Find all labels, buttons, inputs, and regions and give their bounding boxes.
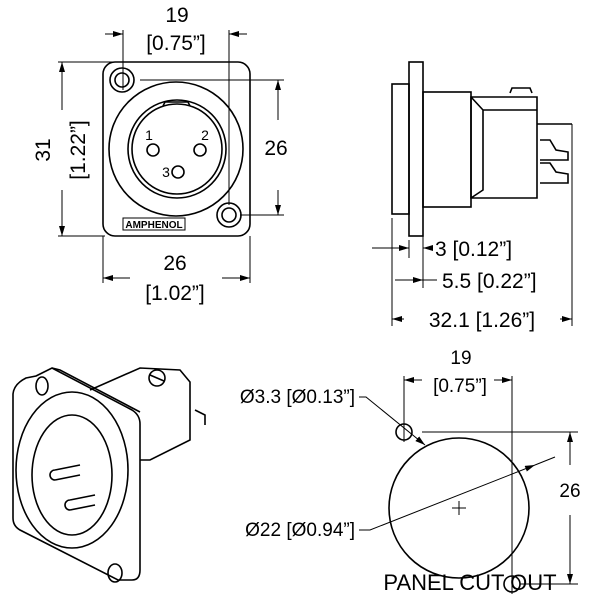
brand-box (122, 217, 186, 231)
dim-top: 19 (165, 4, 188, 27)
cutout-main-hole (388, 437, 530, 579)
cutout-dim-top-in: [0.75”] (433, 376, 487, 397)
dim-top-in: [0.75”] (146, 32, 206, 55)
solder-tab-1 (540, 139, 569, 161)
latch-button (509, 87, 533, 94)
pin-label-2: 2 (201, 127, 209, 143)
panel-cutout: 19 [0.75”] 26 Ø3.3 [Ø0.13”] Ø22 [Ø0.94”]… (240, 348, 581, 595)
solder-tab-2 (540, 162, 569, 184)
front-view: 1 2 3 AMPHENOL 19 [0.75”] 31 [1.22”] 26 … (32, 4, 288, 305)
dim-bottom-in: [1.02”] (145, 282, 205, 305)
rear-block (470, 96, 538, 199)
latch (162, 101, 191, 107)
pin-3 (171, 165, 185, 179)
pin-label-1: 1 (145, 127, 153, 143)
body (422, 91, 472, 208)
isometric-view (12, 367, 206, 583)
front-lip (391, 83, 410, 215)
dim-length: 32.1 [1.26”] (429, 309, 535, 332)
main-diameter-label: Ø22 [Ø0.94”] (245, 520, 355, 541)
pin-label-3: 3 (162, 164, 170, 180)
cutout-dim-top: 19 (450, 348, 471, 369)
mount-hole-bottom-right (216, 202, 242, 228)
cutout-dim-right: 26 (559, 481, 580, 502)
dim-left: 31 (32, 138, 55, 161)
side-view: 3 [0.12”] 5.5 [0.22”] 32.1 [1.26”] (372, 61, 573, 332)
hole-diameter-label: Ø3.3 [Ø0.13”] (240, 387, 355, 408)
panel-cutout-title: PANEL CUT OUT (383, 570, 556, 595)
mount-hole-top-left (109, 67, 135, 93)
dim-flange: 3 [0.12”] (435, 238, 512, 261)
dim-lip: 5.5 [0.22”] (442, 270, 537, 293)
pin-2 (193, 143, 207, 157)
brand-logo: AMPHENOL (125, 220, 182, 231)
pin-1 (146, 143, 160, 157)
inner-ring (127, 99, 227, 199)
outer-ring (108, 81, 244, 217)
mounting-plate (102, 61, 251, 237)
dim-left-in: [1.22”] (67, 120, 90, 180)
dim-right: 26 (264, 137, 287, 160)
flange (408, 61, 424, 237)
iso-front-ring (15, 391, 129, 549)
dim-bottom: 26 (163, 252, 186, 275)
